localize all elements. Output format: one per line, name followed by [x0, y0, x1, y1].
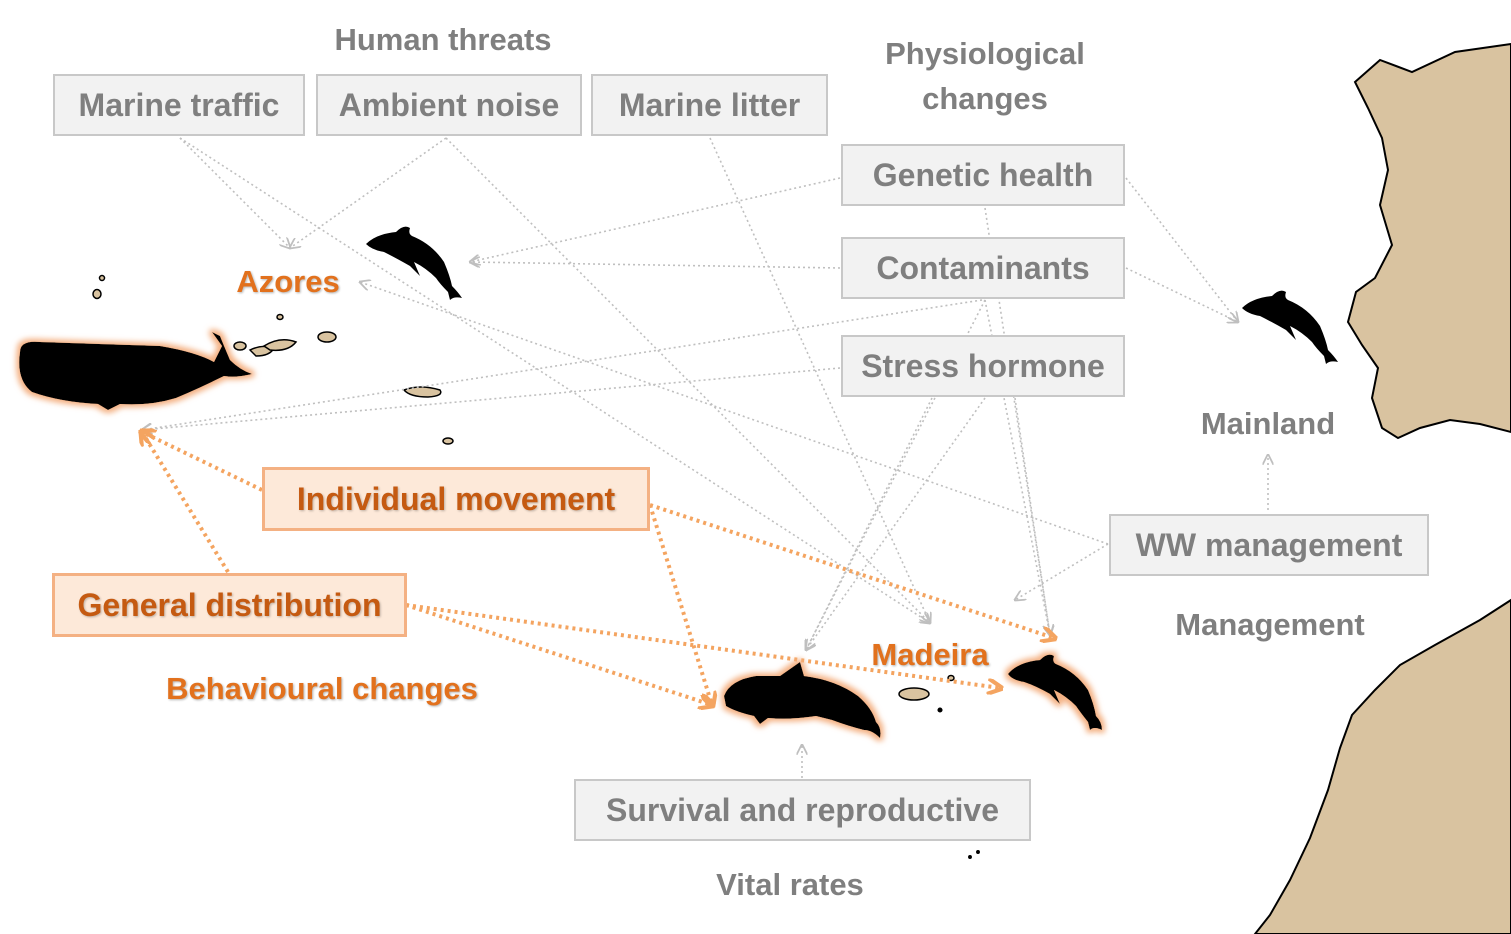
pilot-whale-icon [724, 662, 881, 738]
genetic-health-box: Genetic health [841, 144, 1125, 206]
madeira-islands [898, 674, 980, 859]
place-mainland: Mainland [1200, 406, 1336, 441]
contaminants-box: Contaminants [841, 237, 1125, 299]
vital-rates-heading: Vital rates [716, 867, 864, 902]
iberian-coast [1346, 42, 1511, 440]
behavioural-heading: Behavioural changes [166, 671, 478, 706]
survival-reproductive-box: Survival and reproductive [574, 779, 1031, 841]
place-azores: Azores [236, 264, 340, 299]
ambient-noise-box: Ambient noise [316, 74, 582, 136]
physiological-heading-line1: Physiological [885, 36, 1085, 71]
dolphin-icon [1242, 290, 1338, 364]
stress-hormone-box: Stress hormone [841, 335, 1125, 397]
ww-management-box: WW management [1109, 514, 1429, 576]
individual-movement-box: Individual movement [262, 467, 650, 531]
azores-islands [92, 274, 454, 445]
dolphin-icon [366, 226, 462, 300]
place-madeira: Madeira [871, 637, 989, 672]
general-distribution-box: General distribution [52, 573, 407, 637]
dolphin-icon [1008, 654, 1102, 730]
sperm-whale-icon [19, 332, 253, 410]
iberian-south-coast [1253, 598, 1511, 934]
human-threats-heading: Human threats [334, 22, 552, 57]
orange-links [142, 432, 1054, 705]
marine-litter-box: Marine litter [591, 74, 828, 136]
marine-traffic-box: Marine traffic [53, 74, 305, 136]
management-heading: Management [1175, 607, 1365, 642]
physiological-heading-line2: changes [922, 81, 1048, 116]
